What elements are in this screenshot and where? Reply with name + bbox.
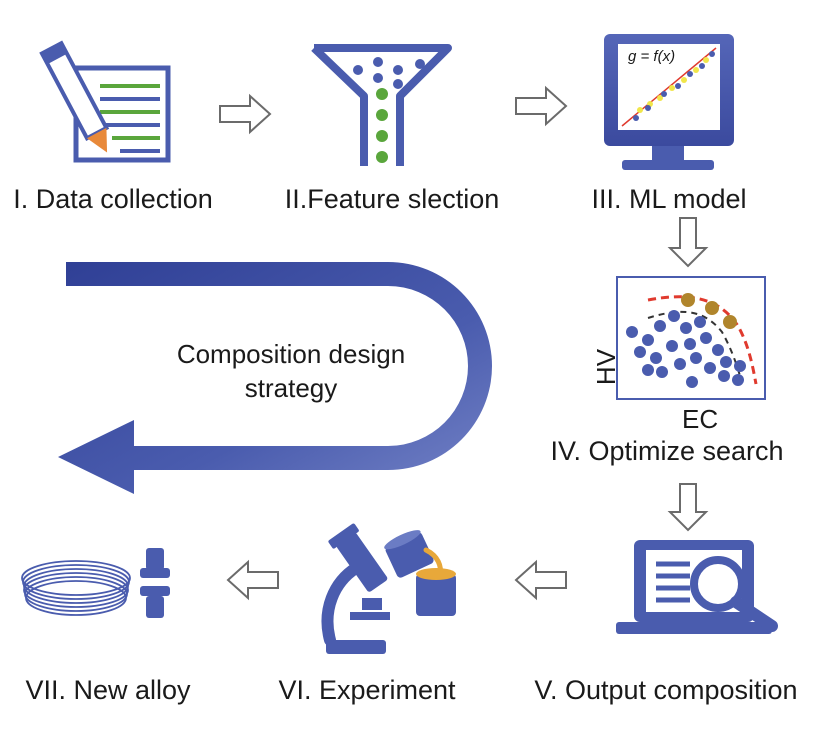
- strategy-line-2: strategy: [244, 372, 338, 403]
- strategy-u-arrow: [58, 262, 492, 494]
- step-label-new-alloy: VII. New alloy: [25, 675, 191, 705]
- microscope-icon: [321, 523, 456, 654]
- dogbone-sample-icon: [140, 548, 170, 618]
- flow-arrow-5-6: [514, 559, 567, 601]
- model-formula: g = f(x): [628, 48, 676, 65]
- coil-icon: [21, 560, 131, 616]
- step-label-feature-selection: II.Feature slection: [284, 184, 500, 214]
- funnel-icon: [311, 44, 452, 166]
- step-label-output-composition: V. Output composition: [534, 675, 798, 705]
- strategy-line-1: Composition design: [176, 339, 406, 369]
- plot-x-axis-label: EC: [682, 404, 719, 434]
- step-label-data-collection: I. Data collection: [13, 184, 213, 214]
- monitor-icon: [604, 34, 734, 170]
- flow-arrow-3-4: [667, 217, 709, 268]
- scatter-plot-icon: [616, 276, 766, 400]
- flow-arrow-1-2: [219, 93, 272, 135]
- notepad-pencil-icon: [39, 40, 171, 163]
- flow-arrow-2-3: [515, 85, 568, 127]
- strategy-caption: Composition design strategy: [146, 338, 436, 406]
- plot-y-axis-label: HV: [591, 348, 622, 386]
- laptop-search-icon: [616, 540, 778, 634]
- step-label-ml-model: III. ML model: [591, 184, 747, 214]
- flow-arrow-4-5: [667, 483, 709, 532]
- step-label-optimize-search: IV. Optimize search: [550, 436, 784, 466]
- step-label-experiment: VI. Experiment: [278, 675, 456, 705]
- flow-arrow-6-7: [226, 559, 279, 601]
